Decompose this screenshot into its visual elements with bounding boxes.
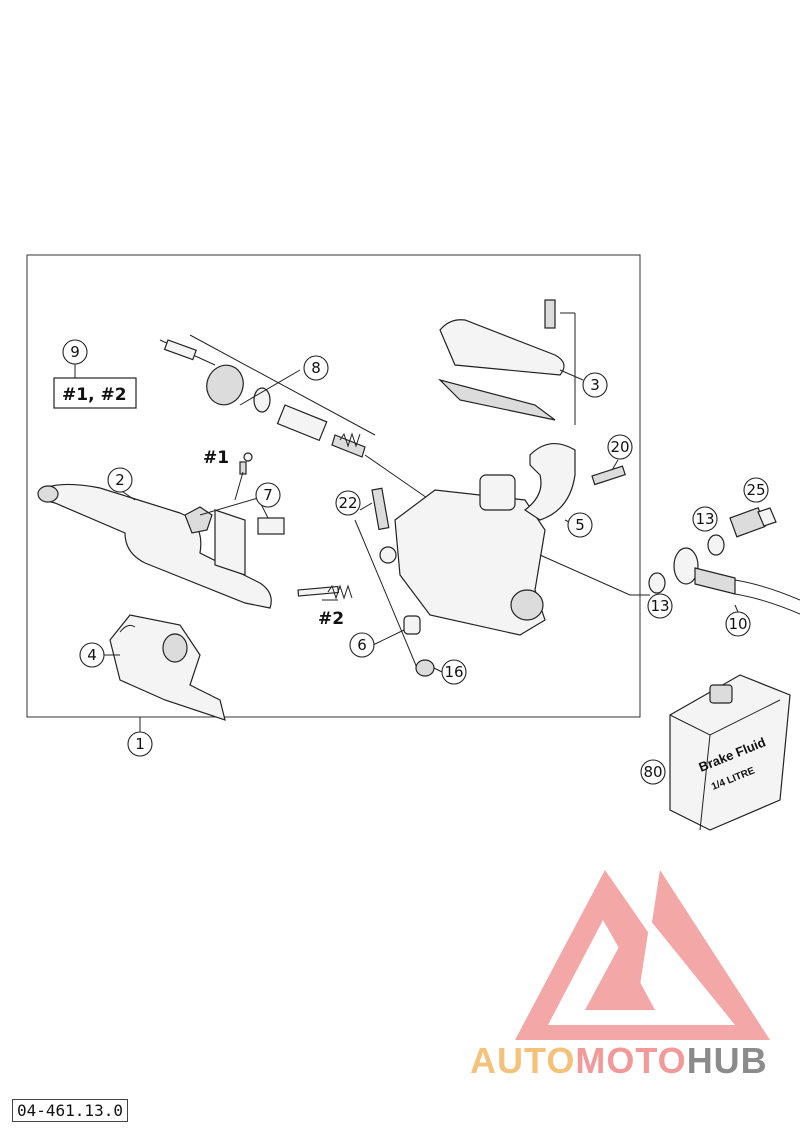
label-box-9 — [53, 377, 137, 409]
svg-text:4: 4 — [87, 646, 97, 664]
callout-13-upper: 13 — [692, 506, 718, 532]
svg-text:3: 3 — [590, 376, 600, 394]
callout-4: 4 — [79, 642, 105, 668]
svg-text:16: 16 — [444, 663, 463, 681]
callout-7: 7 — [255, 482, 281, 508]
watermark-logo — [515, 870, 770, 1040]
svg-text:8: 8 — [311, 359, 321, 377]
adjuster-knob — [184, 506, 285, 535]
svg-text:13: 13 — [650, 597, 669, 615]
callout-13-lower: 13 — [647, 593, 673, 619]
callout-9: 9 — [62, 339, 88, 365]
label-hash-1-2: #1, #2 — [62, 385, 127, 405]
brake-hose — [648, 506, 800, 615]
label-hash-2: #2 — [318, 609, 344, 629]
handlebar-clamp — [109, 614, 226, 721]
callout-8: 8 — [303, 355, 329, 381]
svg-text:22: 22 — [338, 494, 357, 512]
pivot-bushing — [403, 615, 421, 635]
assembly-frame — [26, 254, 641, 718]
svg-text:2: 2 — [115, 471, 125, 489]
svg-text:5: 5 — [575, 516, 585, 534]
nut — [415, 659, 435, 677]
svg-text:10: 10 — [728, 615, 747, 633]
callout-22: 22 — [335, 490, 361, 516]
brake-fluid-bottle: Brake Fluid 1/4 LITRE — [669, 674, 791, 831]
callout-10: 10 — [725, 611, 751, 637]
callout-2: 2 — [107, 467, 133, 493]
svg-text:7: 7 — [263, 486, 273, 504]
svg-text:13: 13 — [695, 510, 714, 528]
label-hash-1: #1 — [203, 448, 229, 468]
svg-text:25: 25 — [746, 481, 765, 499]
callout-5: 5 — [567, 512, 593, 538]
callout-80: 80 — [640, 759, 666, 785]
piston-kit — [159, 339, 431, 501]
master-cylinder-body — [379, 474, 546, 636]
clamp-bracket — [523, 443, 576, 521]
svg-text:1: 1 — [135, 735, 145, 753]
svg-text:20: 20 — [610, 438, 629, 456]
callout-3: 3 — [582, 372, 608, 398]
callout-25: 25 — [743, 477, 769, 503]
reservoir-cover — [438, 299, 565, 421]
svg-text:9: 9 — [70, 343, 80, 361]
watermark-text: AUTOMOTOHUB — [470, 1040, 768, 1081]
brake-lever — [37, 483, 272, 609]
callout-1: 1 — [127, 731, 153, 757]
callout-16: 16 — [441, 659, 467, 685]
svg-text:80: 80 — [643, 763, 662, 781]
part-code: 04-461.13.0 — [12, 1099, 128, 1122]
svg-text:6: 6 — [357, 636, 367, 654]
callout-6: 6 — [349, 632, 375, 658]
callout-20: 20 — [607, 434, 633, 460]
